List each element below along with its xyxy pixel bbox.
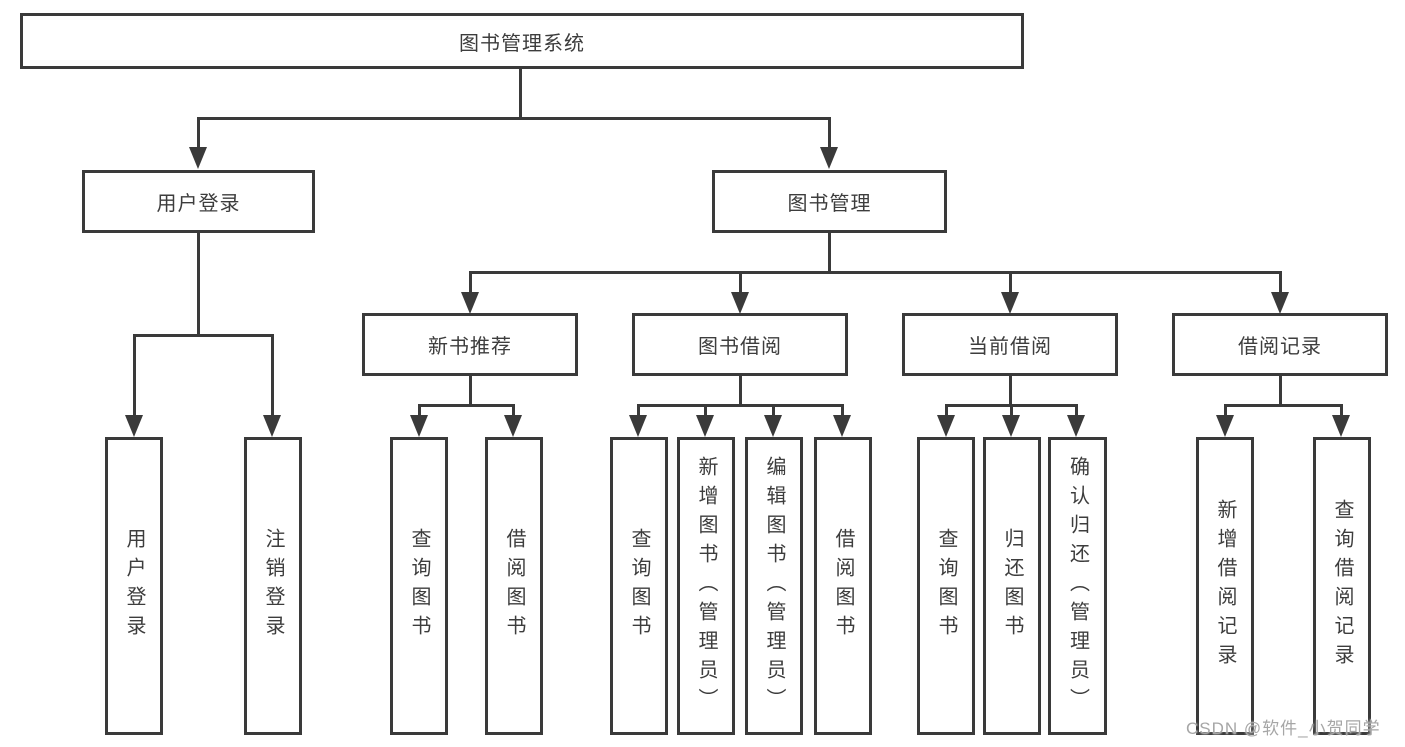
node-label: 借阅记录 [1238, 336, 1322, 358]
connector-line [1279, 376, 1282, 407]
connector-line [1009, 271, 1012, 293]
connector-line [1010, 404, 1013, 416]
arrowhead-down [764, 415, 782, 437]
arrowhead-down [820, 147, 838, 169]
leaf-query-books-3: 查询图书 [917, 437, 975, 735]
node-new-book-recommend: 新书推荐 [362, 313, 578, 376]
leaf-borrow-books: 借阅图书 [485, 437, 543, 735]
leaf-label: 查询图书 [628, 528, 650, 644]
arrowhead-down [504, 415, 522, 437]
arrowhead-down [1002, 415, 1020, 437]
connector-line [197, 117, 831, 120]
leaf-label: 编辑图书（管理员） [763, 455, 785, 717]
connector-line [1009, 376, 1012, 407]
connector-line [841, 404, 844, 416]
leaf-return-book: 归还图书 [983, 437, 1041, 735]
node-label: 图书借阅 [698, 336, 782, 358]
arrowhead-down [696, 415, 714, 437]
connector-line [1279, 271, 1282, 293]
node-label: 图书管理 [787, 193, 872, 215]
node-label: 用户登录 [156, 193, 241, 215]
connector-line [828, 117, 831, 148]
connector-line [739, 376, 742, 407]
connector-line [418, 404, 515, 407]
node-book-management: 图书管理 [712, 170, 947, 233]
leaf-label: 查询图书 [408, 528, 430, 644]
connector-line [1340, 404, 1343, 416]
leaf-label: 借阅图书 [503, 528, 525, 644]
leaf-query-books-2: 查询图书 [610, 437, 668, 735]
arrowhead-down [1001, 292, 1019, 314]
arrowhead-down [263, 415, 281, 437]
arrowhead-down [1216, 415, 1234, 437]
connector-line [637, 404, 844, 407]
leaf-edit-book-admin: 编辑图书（管理员） [745, 437, 803, 735]
connector-line [197, 117, 200, 148]
arrowhead-down [937, 415, 955, 437]
connector-line [828, 233, 831, 272]
leaf-label: 用户登录 [123, 528, 145, 644]
connector-line [197, 233, 200, 336]
node-user-login: 用户登录 [82, 170, 315, 233]
connector-line [945, 404, 948, 416]
node-label: 当前借阅 [968, 336, 1052, 358]
leaf-label: 新增借阅记录 [1214, 499, 1236, 673]
watermark: CSDN @软件_小贺同学 [1186, 719, 1381, 738]
leaf-label: 新增图书（管理员） [695, 455, 717, 717]
connector-line [704, 404, 707, 416]
arrowhead-down [189, 147, 207, 169]
leaf-query-borrow-record: 查询借阅记录 [1313, 437, 1371, 735]
connector-line [469, 271, 472, 293]
arrowhead-down [461, 292, 479, 314]
connector-line [1224, 404, 1227, 416]
node-label: 新书推荐 [428, 336, 512, 358]
connector-line [469, 271, 1282, 274]
leaf-label: 借阅图书 [832, 528, 854, 644]
arrowhead-down [410, 415, 428, 437]
connector-line [469, 376, 472, 407]
connector-line [133, 334, 274, 337]
leaf-label: 查询图书 [935, 528, 957, 644]
connector-line [739, 271, 742, 293]
connector-line [512, 404, 515, 416]
leaf-borrow-books-2: 借阅图书 [814, 437, 872, 735]
leaf-label: 确认归还（管理员） [1066, 455, 1089, 717]
connector-line [1075, 404, 1078, 416]
connector-line [772, 404, 775, 416]
connector-line [1224, 404, 1343, 407]
connector-line [418, 404, 421, 416]
connector-line [519, 69, 522, 118]
leaf-add-borrow-record: 新增借阅记录 [1196, 437, 1254, 735]
leaf-label: 归还图书 [1001, 528, 1023, 644]
leaf-add-book-admin: 新增图书（管理员） [677, 437, 735, 735]
connector-line [271, 334, 274, 415]
node-library-management-system: 图书管理系统 [20, 13, 1024, 69]
arrowhead-down [125, 415, 143, 437]
node-book-borrow: 图书借阅 [632, 313, 848, 376]
node-borrow-records: 借阅记录 [1172, 313, 1388, 376]
node-current-borrow: 当前借阅 [902, 313, 1118, 376]
leaf-logout: 注销登录 [244, 437, 302, 735]
leaf-label: 注销登录 [262, 528, 284, 644]
arrowhead-down [731, 292, 749, 314]
leaf-query-books: 查询图书 [390, 437, 448, 735]
node-label: 图书管理系统 [459, 32, 585, 55]
leaf-user-login: 用户登录 [105, 437, 163, 735]
connector-line [133, 334, 136, 415]
leaf-label: 查询借阅记录 [1331, 499, 1353, 673]
arrowhead-down [1067, 415, 1085, 437]
leaf-confirm-return-admin: 确认归还（管理员） [1048, 437, 1107, 735]
connector-line [637, 404, 640, 416]
arrowhead-down [1332, 415, 1350, 437]
arrowhead-down [629, 415, 647, 437]
arrowhead-down [833, 415, 851, 437]
arrowhead-down [1271, 292, 1289, 314]
